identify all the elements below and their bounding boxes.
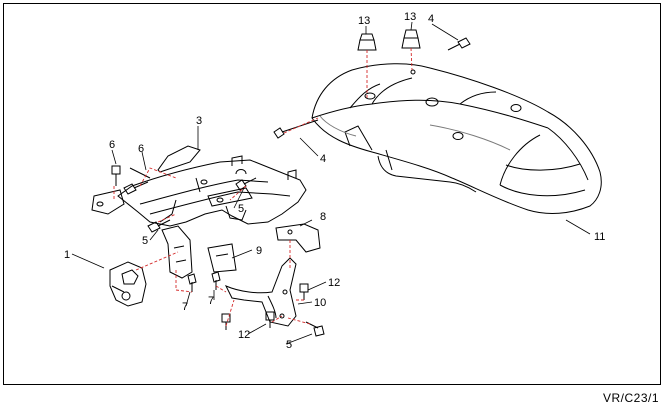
bolt-part-4-b: [447, 37, 471, 51]
callout-1: 1: [64, 249, 70, 261]
callout-7-b: 7: [208, 295, 214, 307]
bolt-part-7-b: [211, 271, 221, 290]
callout-5-lower: 5: [286, 339, 292, 351]
rubber-bushing-part-13-b: [401, 29, 421, 49]
callout-7-a: 7: [182, 301, 188, 313]
bracket-part-8: [275, 223, 321, 253]
bolt-part-7-a: [187, 273, 197, 292]
callout-9: 9: [256, 245, 262, 257]
lower-bracket-left: [161, 225, 193, 279]
rear-carrier-part-3: [91, 145, 307, 227]
bolt-part-5-b: [147, 219, 171, 233]
rubber-bushing-part-13-a: [357, 33, 377, 51]
callout-4-top: 4: [428, 13, 434, 25]
bolt-part-4-a: [273, 119, 319, 139]
bolt-part-12-c: [221, 313, 231, 330]
callout-10: 10: [314, 297, 326, 309]
bolt-part-12-b: [265, 311, 275, 328]
bracket-part-9: [207, 243, 237, 273]
callout-11: 11: [594, 231, 605, 243]
callout-13-a: 13: [358, 15, 370, 27]
rear-fender-part-11: [311, 63, 602, 214]
callout-3: 3: [196, 115, 202, 127]
callout-13-b: 13: [404, 11, 416, 23]
bolt-part-6-a: [111, 165, 121, 186]
callout-8: 8: [320, 211, 326, 223]
callout-12-right: 12: [328, 277, 340, 289]
callout-5-bracket: 5: [142, 235, 148, 247]
callout-6-b: 6: [138, 143, 144, 155]
bolt-part-6-b: [123, 181, 149, 195]
callout-leaders: [71, 21, 591, 345]
callout-5-carrier: 5: [238, 203, 244, 215]
license-plate-bracket-part-10: [224, 257, 297, 327]
diagram-frame: [3, 3, 661, 385]
bolt-part-12-a: [299, 283, 309, 300]
clamp-bracket-part-1: [109, 261, 147, 307]
callout-4-side: 4: [320, 153, 326, 165]
red-leader-lines: [113, 47, 413, 327]
reference-code: VR/C23/1: [602, 391, 659, 405]
callout-6-a: 6: [109, 139, 115, 151]
callout-12-lower: 12: [238, 329, 250, 341]
